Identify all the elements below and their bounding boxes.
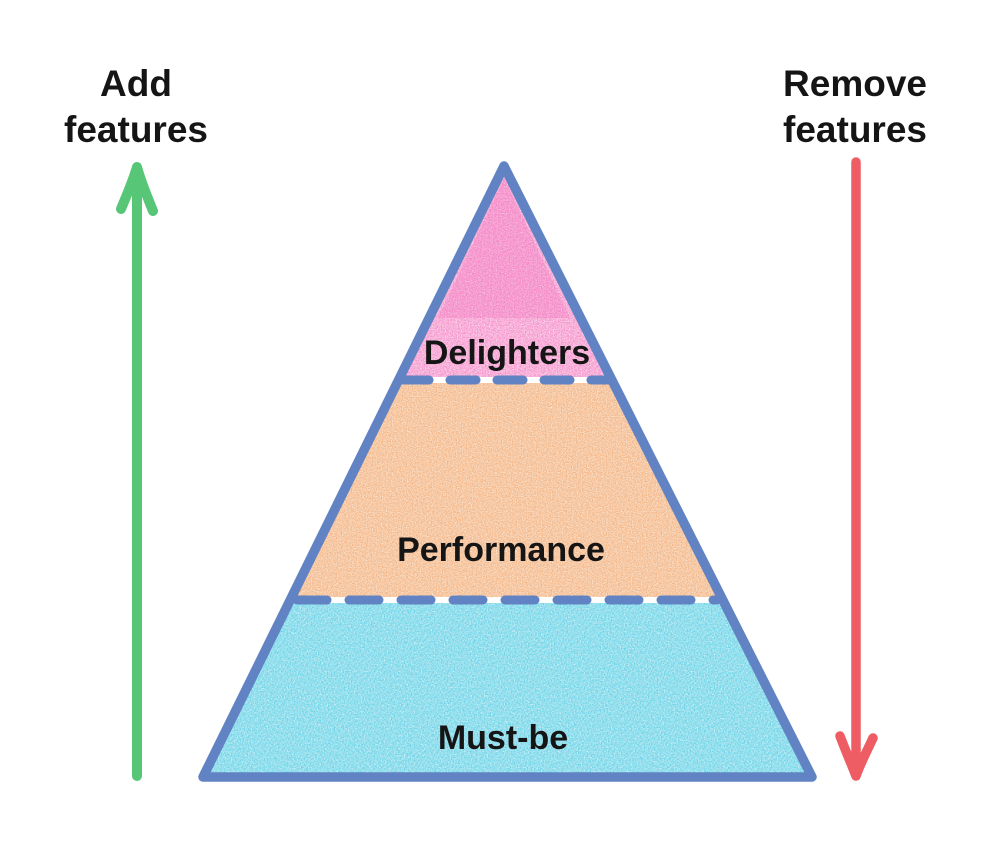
remove-features-label-line1: Remove [783,63,927,104]
level-label-performance: Performance [397,531,605,569]
pyramid-levels [206,172,810,774]
level-performance-fill [293,383,720,597]
add-features-annotation: Add features [64,63,208,781]
level-label-delighters: Delighters [424,334,590,372]
level-delighters-dense-apex [438,178,570,318]
add-features-label-line1: Add [100,63,172,104]
remove-features-label-line2: features [783,109,927,150]
level-mustbe-fill [206,603,810,774]
add-features-label-line2: features [64,109,208,150]
up-arrow-icon [116,162,158,781]
pyramid-outline [198,161,817,782]
level-label-mustbe: Must-be [438,719,568,757]
remove-features-annotation: Remove features [783,63,927,781]
down-arrow-icon [835,157,878,781]
